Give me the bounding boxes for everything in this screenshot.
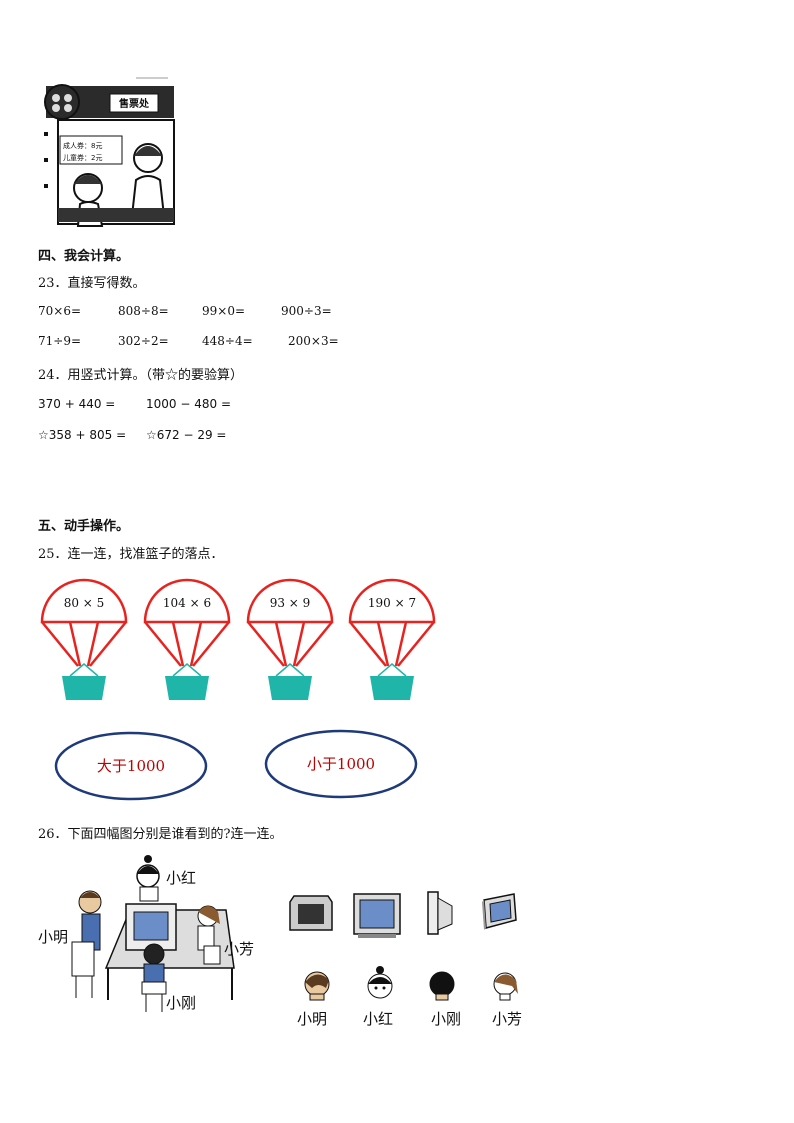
parachute-label: 104 × 6 [163,596,211,610]
parachutes-figure: 80 × 5 104 × 6 93 × 9 190 × 7 [40,578,436,700]
viewer-name-label: 小明 [297,1010,327,1028]
price-child: 儿童券：2元 [63,153,102,162]
viewer-name-label: 小芳 [492,1010,522,1028]
oval-label: 小于1000 [307,755,375,773]
viewer-head [429,971,455,1001]
viewer-head [367,966,393,999]
q24-item: 1000 − 480 = [146,397,231,411]
q26-title: 26．下面四幅图分别是谁看到的?连一连。 [38,827,283,842]
q23-item: 200×3= [288,334,339,348]
oval-less [264,729,418,799]
monitor-view [427,891,453,935]
q23-item: 70×6= [38,304,82,318]
viewer-heads: 小明 小红 小刚 小芳 [297,966,522,1028]
booth-sign: 售票处 [119,97,150,110]
table-scene: 小红 小明 小芳 小刚 [38,855,254,1012]
q23-item: 900÷3= [281,304,332,318]
monitor-views [289,891,517,938]
scene-name-label: 小芳 [224,940,254,958]
q23-item: 808÷8= [118,304,169,318]
parachute-label: 93 × 9 [270,596,311,610]
parachute: 80 × 5 [40,578,128,700]
oval-label: 大于1000 [97,757,165,775]
q23-item: 448÷4= [202,334,253,348]
section4-heading: 四、我会计算。 [38,249,130,264]
landing-ovals: 大于1000 小于1000 [54,729,418,801]
scene-name-label: 小红 [166,869,196,887]
q23-item: 99×0= [202,304,246,318]
q24-item: ☆358 + 805 = [38,428,127,442]
section5-heading: 五、动手操作。 [38,519,130,534]
q24-item: ☆672 − 29 = [146,428,227,442]
viewer-name-label: 小红 [363,1010,393,1028]
monitor-view [353,893,401,938]
parachute-label: 190 × 7 [368,596,416,610]
oval-greater [54,731,208,801]
parachute: 104 × 6 [143,578,231,700]
q24-item: 370 + 440 = [38,397,116,411]
q23-item: 302÷2= [118,334,169,348]
q24-title: 24．用竖式计算。（带☆的要验算） [38,368,244,383]
viewer-head [493,972,518,1001]
viewer-name-label: 小刚 [431,1010,461,1028]
parachute-label: 80 × 5 [64,596,105,610]
q23-item: 71÷9= [38,334,82,348]
q25-title: 25．连一连，找准篮子的落点． [38,547,224,562]
monitor-view [482,893,517,930]
parachute: 190 × 7 [348,578,436,700]
q23-title: 23．直接写得数。 [38,276,146,291]
parachute: 93 × 9 [246,578,334,700]
monitor-view [289,895,333,931]
price-adult: 成人券：8元 [63,141,102,150]
scene-name-label: 小明 [38,928,68,946]
viewer-head [304,971,330,1001]
scene-name-label: 小刚 [166,994,196,1012]
ticket-booth-illustration: 售票处 成人券：8元 儿童券：2元 [44,77,175,227]
